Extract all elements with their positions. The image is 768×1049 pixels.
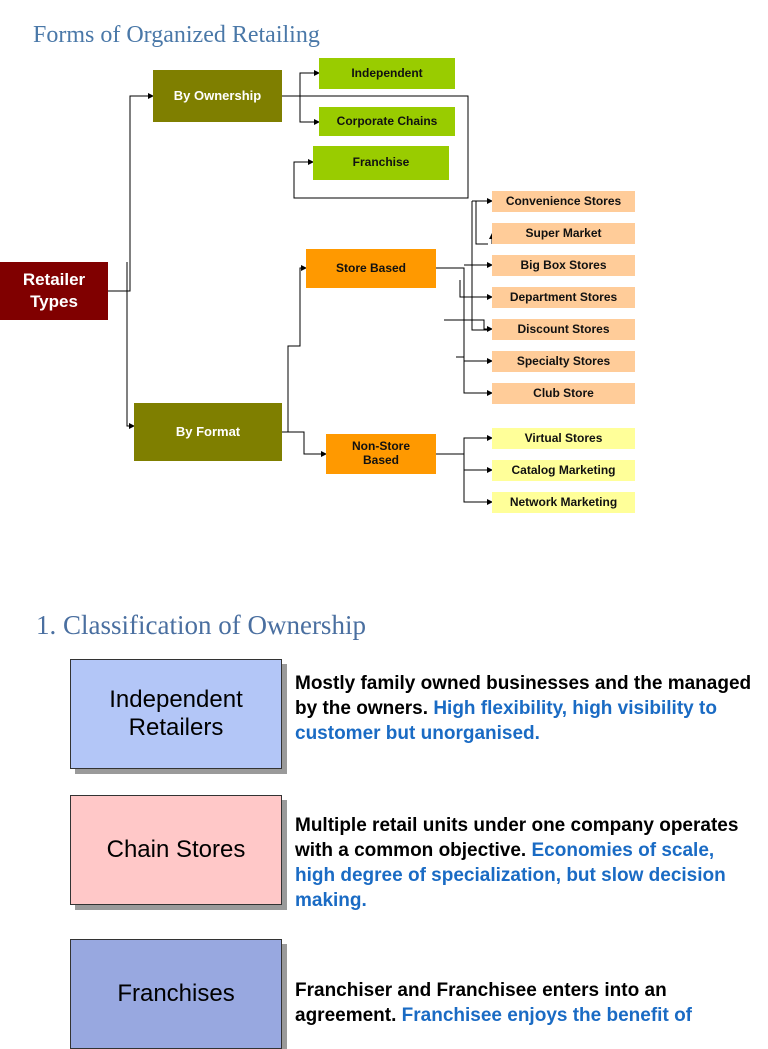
desc-text: Mostly family owned businesses and the m… <box>295 673 752 719</box>
page-title: Forms of Organized Retailing <box>33 22 320 48</box>
node-big-box-stores: Big Box Stores <box>492 255 635 276</box>
node-corporate-chains: Corporate Chains <box>319 107 455 136</box>
desc-highlight: Franchisee enjoys the benefit of <box>401 1005 692 1026</box>
desc-chain-stores: Multiple retail units under one company … <box>295 813 755 913</box>
card-franchises: Franchises <box>70 939 282 1049</box>
node-network-marketing: Network Marketing <box>492 492 635 513</box>
desc-highlight: High flexibility, high visibility to cus… <box>295 698 717 744</box>
node-by-ownership: By Ownership <box>153 70 282 122</box>
node-super-market: Super Market <box>492 223 635 244</box>
card-chain-stores: Chain Stores <box>70 795 282 905</box>
node-retailer-types: Retailer Types <box>0 262 108 320</box>
node-non-store-based: Non-Store Based <box>326 434 436 474</box>
node-department-stores: Department Stores <box>492 287 635 308</box>
node-convenience-stores: Convenience Stores <box>492 191 635 212</box>
desc-independent-retailers: Mostly family owned businesses and the m… <box>295 671 755 746</box>
node-club-store: Club Store <box>492 383 635 404</box>
node-independent: Independent <box>319 58 455 89</box>
desc-text: Franchiser and Franchisee enters into an… <box>295 980 667 1026</box>
diagram-connectors <box>108 70 495 505</box>
desc-franchises: Franchiser and Franchisee enters into an… <box>295 978 755 1028</box>
node-store-based: Store Based <box>306 249 436 288</box>
node-virtual-stores: Virtual Stores <box>492 428 635 449</box>
node-franchise: Franchise <box>313 146 449 180</box>
desc-highlight: Economies of scale, high degree of speci… <box>295 840 726 911</box>
node-specialty-stores: Specialty Stores <box>492 351 635 372</box>
node-discount-stores: Discount Stores <box>492 319 635 340</box>
node-catalog-marketing: Catalog Marketing <box>492 460 635 481</box>
desc-text: Multiple retail units under one company … <box>295 815 739 861</box>
node-by-format: By Format <box>134 403 282 461</box>
section-title: 1. Classification of Ownership <box>36 610 366 640</box>
card-independent-retailers: Independent Retailers <box>70 659 282 769</box>
